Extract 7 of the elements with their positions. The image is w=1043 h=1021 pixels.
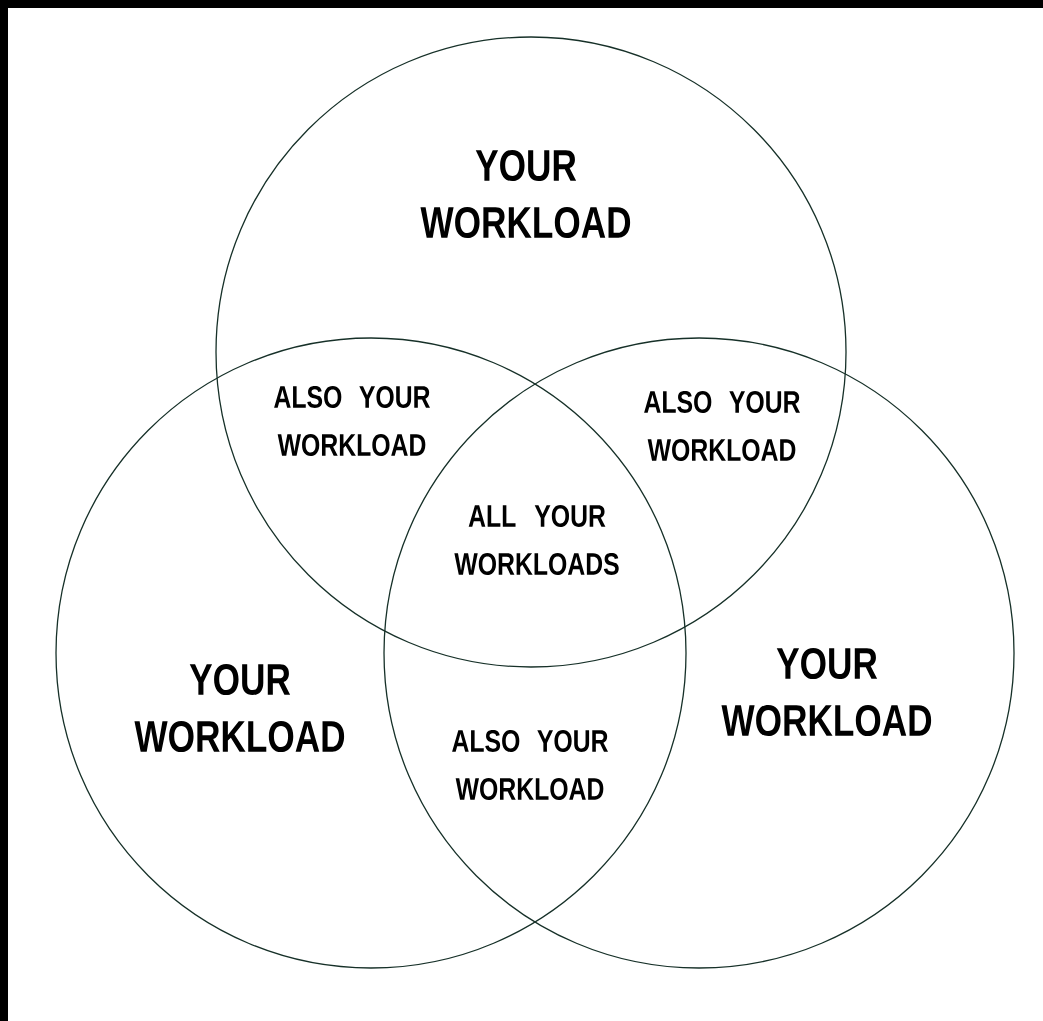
circle-label: YOUR WORKLOAD <box>721 647 932 737</box>
overlap-label: ALSO YOUR WORKLOAD <box>274 386 430 456</box>
overlap-label: ALL YOUR WORKLOADS <box>454 505 619 575</box>
overlap-label: ALSO YOUR WORKLOAD <box>452 730 608 800</box>
overlap-label: ALSO YOUR WORKLOAD <box>644 391 800 461</box>
circle-label: YOUR WORKLOAD <box>134 663 345 753</box>
circle-label: YOUR WORKLOAD <box>420 149 631 239</box>
